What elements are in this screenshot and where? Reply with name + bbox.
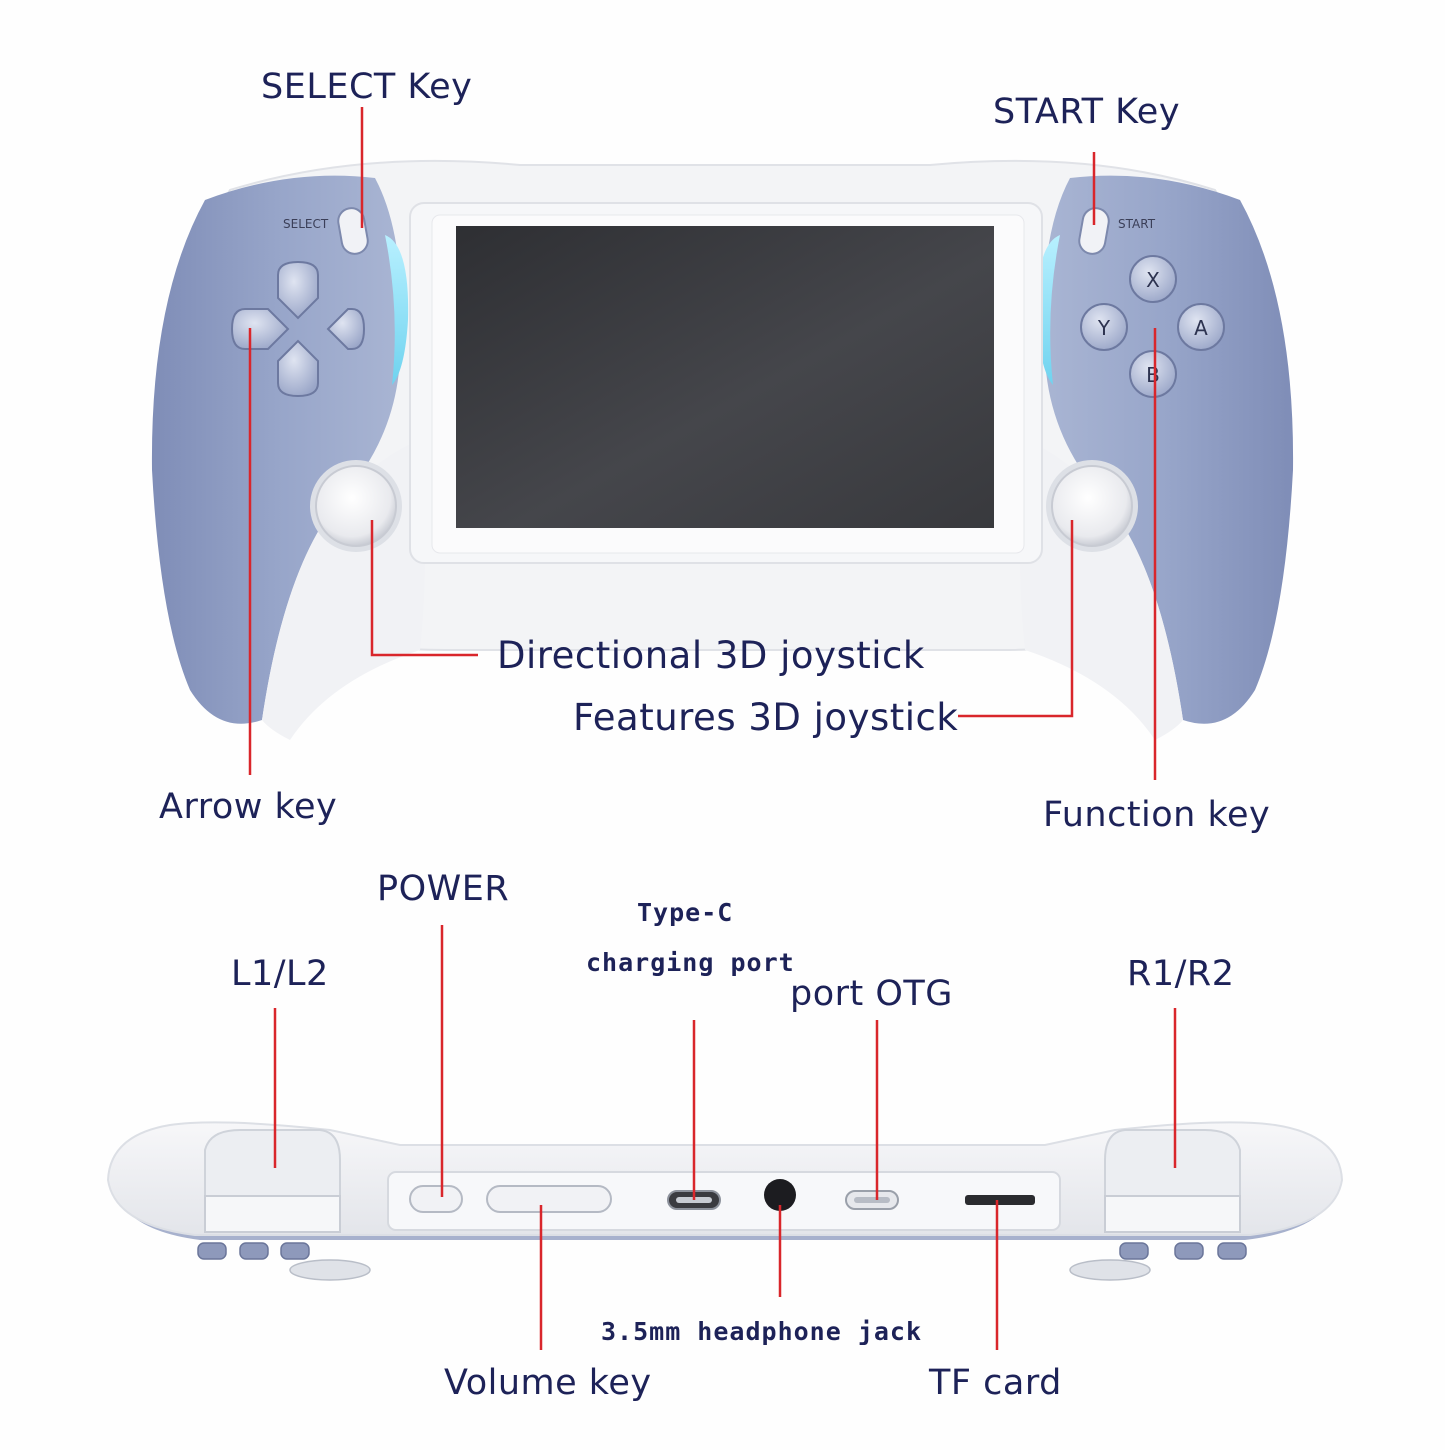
dpad-down — [277, 339, 319, 398]
leader-lines — [248, 107, 1177, 1350]
label-port-otg: port OTG — [790, 974, 953, 1014]
headphone-jack — [764, 1179, 796, 1211]
button-a-marking: A — [1194, 316, 1208, 340]
button-b-marking: B — [1146, 363, 1160, 387]
label-arrow-key: Arrow key — [159, 787, 338, 827]
volume-rocker — [486, 1185, 612, 1213]
screen — [456, 226, 994, 528]
dpad-left — [230, 308, 290, 350]
label-type-c-line2: charging port — [586, 948, 795, 977]
button-y — [1080, 303, 1128, 351]
d-pad — [230, 260, 366, 398]
label-select-key: SELECT Key — [261, 67, 473, 107]
left-joystick — [310, 460, 402, 552]
label-power: POWER — [377, 869, 510, 909]
start-marking: START — [1118, 217, 1156, 231]
face-buttons — [1080, 255, 1225, 398]
start-button — [1078, 207, 1110, 255]
label-features-joystick: Features 3D joystick — [573, 696, 959, 739]
label-tf-card: TF card — [929, 1363, 1062, 1403]
leader-features — [958, 520, 1074, 718]
label-function-key: Function key — [1043, 795, 1271, 835]
leader-directional — [370, 520, 478, 657]
dpad-right — [326, 308, 366, 350]
label-start-key: START Key — [993, 92, 1181, 132]
button-b — [1129, 350, 1177, 398]
right-joystick — [1046, 460, 1138, 552]
power-button — [409, 1185, 463, 1213]
select-button — [337, 207, 369, 255]
button-x — [1129, 255, 1177, 303]
button-y-marking: Y — [1097, 316, 1111, 340]
label-type-c-line1: Type-C — [637, 898, 734, 927]
button-x-marking: X — [1146, 268, 1160, 292]
bottom-buttons — [197, 1242, 1247, 1281]
front-view: SELECT START X Y A B — [151, 159, 1294, 740]
dpad-up — [277, 260, 319, 320]
tf-card-slot — [965, 1195, 1035, 1205]
label-headphone-jack: 3.5mm headphone jack — [601, 1317, 923, 1346]
label-l1-l2: L1/L2 — [231, 954, 329, 994]
label-directional-joystick: Directional 3D joystick — [497, 634, 925, 677]
label-r1-r2: R1/R2 — [1127, 954, 1235, 994]
label-volume-key: Volume key — [444, 1363, 652, 1403]
top-view — [106, 1121, 1344, 1281]
button-a — [1177, 303, 1225, 351]
select-marking: SELECT — [283, 217, 329, 231]
left-light-bar — [385, 235, 409, 385]
left-grip — [151, 175, 402, 724]
